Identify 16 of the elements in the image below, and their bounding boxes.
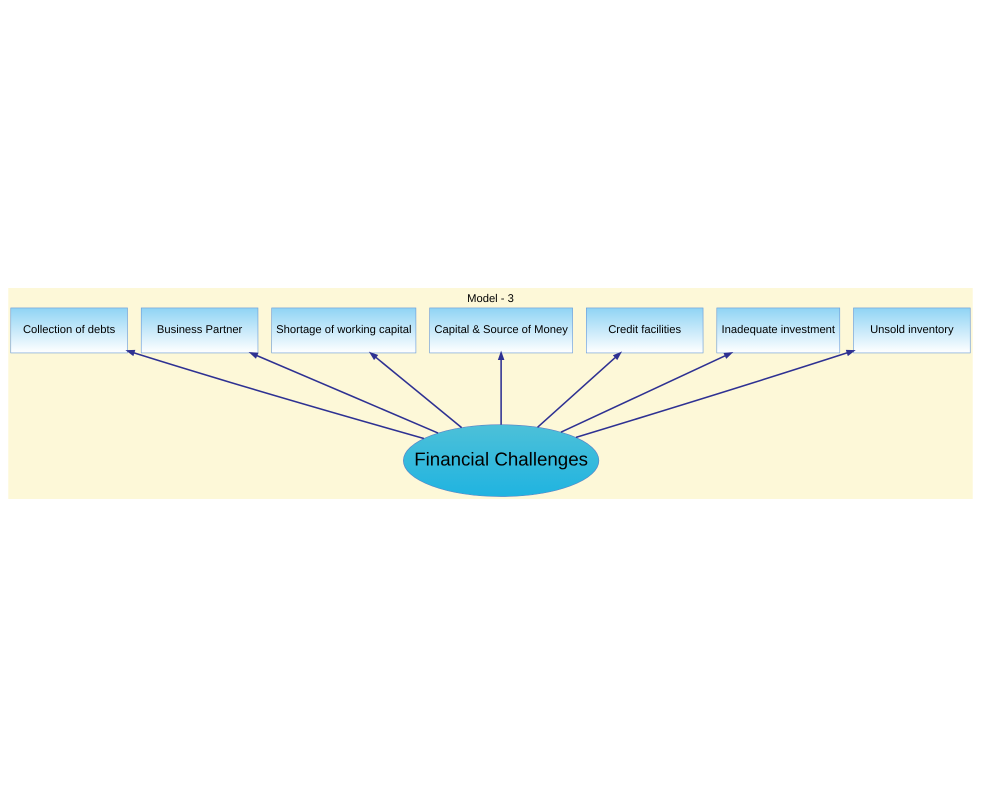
arrow <box>125 349 424 439</box>
arrow <box>576 349 856 438</box>
node-box: Inadequate investment <box>716 307 840 353</box>
node-box: Shortage of working capital <box>271 307 416 353</box>
arrow <box>248 352 438 434</box>
arrow <box>368 351 462 428</box>
node-box: Unsold inventory <box>853 307 971 353</box>
node-box: Business Partner <box>140 307 258 353</box>
diagram-title: Model - 3 <box>467 292 514 304</box>
node-box: Collection of debts <box>10 307 128 353</box>
node-ellipse: Financial Challenges <box>403 424 600 496</box>
arrow <box>560 351 734 432</box>
node-box: Capital & Source of Money <box>429 307 573 353</box>
node-box: Credit facilities <box>586 307 704 353</box>
arrow <box>498 350 504 424</box>
arrow <box>537 350 622 428</box>
